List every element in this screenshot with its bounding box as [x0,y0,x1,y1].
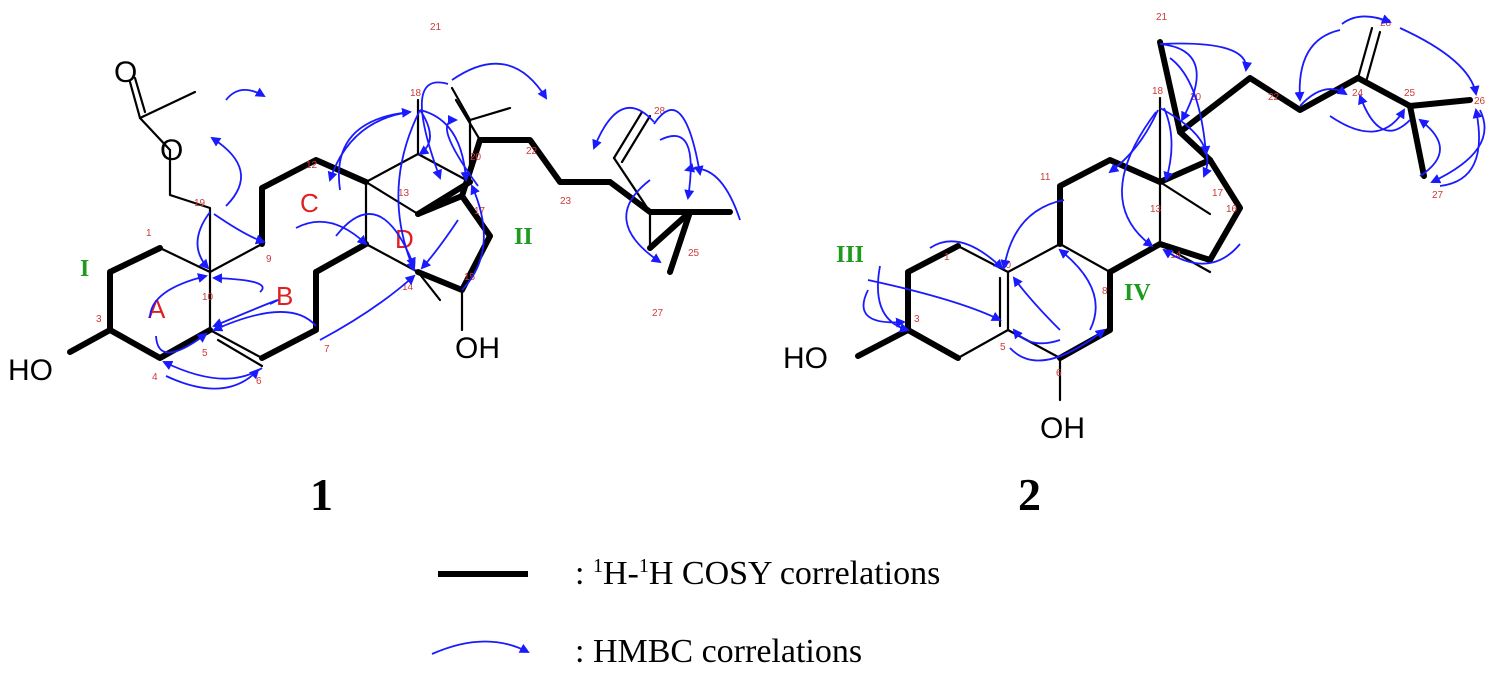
c1-methyl-27-cosy [667,209,693,275]
legend: : 1H-1H COSY correlations : HMBC correla… [431,555,940,670]
compound-2-label: 2 [1018,469,1041,520]
c1-carbonyl-o-label: O [114,56,137,89]
c1-num-21: 21 [430,22,442,33]
c1-num-20: 20 [470,152,482,163]
c2-num-13: 13 [1150,204,1162,215]
c2-num-18: 18 [1152,86,1164,97]
c1-num-4: 4 [152,372,158,383]
compound-2-structure: HO OH III IV 1 3 5 6 8 10 11 13 14 16 17… [783,12,1486,520]
c2-num-24: 24 [1352,88,1364,99]
compound-2-cosy-bonds [855,39,1473,361]
ring-c-label: C [300,188,319,218]
c1-num-14: 14 [402,282,414,293]
c1-num-15: 15 [464,272,476,283]
c2-num-22: 22 [1268,92,1280,103]
c1-num-19: 19 [194,198,206,209]
c2-num-1: 1 [944,252,950,263]
c1-num-7: 7 [324,344,330,355]
c2-num-27: 27 [1432,190,1444,201]
ring-b-label: B [276,281,293,311]
c1-num-27: 27 [652,308,664,319]
c1-num-13: 13 [398,188,410,199]
c1-num-12: 12 [306,160,318,171]
c1-num-22: 22 [526,146,538,157]
fragment-ii-label: II [514,224,533,250]
fragment-iv-label: IV [1124,280,1151,306]
c2-num-3: 3 [914,314,920,325]
c1-oh-3-label: HO [8,354,53,387]
fragment-i-label: I [80,256,89,282]
c2-num-8: 8 [1102,286,1108,297]
c1-num-3: 3 [96,314,102,325]
c1-num-18: 18 [410,88,422,99]
c2-num-21: 21 [1156,12,1168,23]
fragment-iii-label: III [836,242,864,268]
c2-num-14: 14 [1170,250,1182,261]
c1-ester-o-label: O [160,134,183,167]
c2-num-6: 6 [1056,368,1062,379]
compound-1-atom-numbers: 1 3 4 5 6 7 9 10 12 13 14 15 17 18 19 20… [96,22,700,387]
c2-num-16: 16 [1226,204,1238,215]
c1-num-1: 1 [146,228,152,239]
c2-num-11: 11 [1040,172,1051,183]
legend-cosy-text: : 1H-1H COSY correlations [575,555,940,592]
c1-num-23: 23 [560,196,572,207]
c1-num-6: 6 [256,376,262,387]
c1-num-5: 5 [202,348,208,359]
c2-oh-6-label: OH [1040,412,1085,445]
compound-2-hmbc-arrows [862,14,1486,362]
legend-hmbc-swatch [431,640,530,655]
compound-1-hmbc-arrows [149,62,741,390]
c1-num-9: 9 [266,254,272,265]
c2-num-17: 17 [1212,188,1224,199]
c2-oh-3-label: HO [783,342,828,375]
c1-num-28: 28 [654,106,666,117]
c1-num-25: 25 [688,248,700,259]
compound-1-label: 1 [310,469,333,520]
c1-methyl-21-bond [454,98,482,142]
c2-num-26: 26 [1474,96,1486,107]
compound-1-bonds [128,76,652,368]
c1-num-10: 10 [202,292,214,303]
c2-num-25: 25 [1404,88,1416,99]
c1-num-17: 17 [474,206,486,217]
c1-oh-15-label: OH [455,332,500,365]
c1-sidechain-cosy [607,179,693,215]
c2-num-5: 5 [1000,342,1006,353]
ring-a-label: A [148,294,166,324]
legend-hmbc-text: : HMBC correlations [575,633,862,670]
compound-1-structure: HO OH O O A B C D I II 1 3 4 5 6 7 9 10 … [8,22,741,520]
compound-1-cosy-bonds [67,137,613,361]
